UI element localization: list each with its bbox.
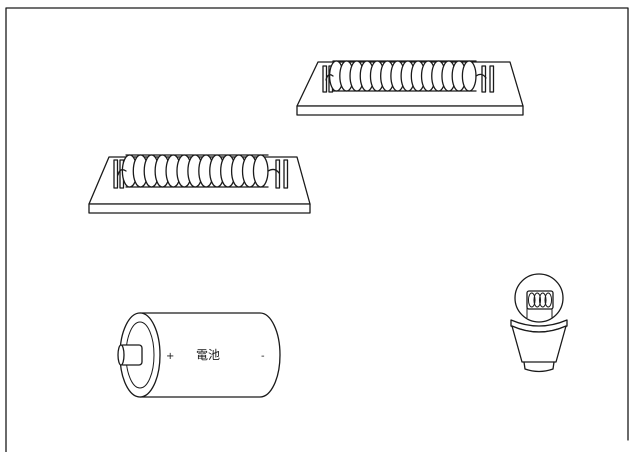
light-bulb (510, 273, 568, 373)
coil-lead-wire (117, 169, 127, 176)
terminal-face (117, 344, 125, 366)
filament-mount (526, 290, 554, 310)
battery-plus-sign: + (166, 351, 174, 362)
coil-board-left (88, 154, 311, 214)
battery-minus-sign: - (261, 351, 265, 362)
coil-turn (252, 154, 269, 188)
coil-winding (117, 154, 280, 188)
filament (526, 290, 554, 310)
terminal-post (481, 65, 487, 93)
filament-loop (533, 292, 542, 308)
terminal-post (489, 65, 495, 93)
coil-lead-wire (267, 168, 280, 174)
coil-board-top (296, 60, 524, 116)
terminal-post (283, 159, 289, 189)
bulb-base (511, 325, 567, 363)
filament-loop (544, 292, 553, 308)
board-front-edge (296, 105, 524, 116)
battery: + 電池 - (117, 312, 281, 398)
filament-loop (527, 292, 536, 308)
filament-loop (538, 292, 547, 308)
board-front-edge (88, 203, 311, 214)
battery-body (139, 312, 281, 398)
coil-lead-wire (475, 73, 487, 79)
terminal-post (113, 159, 119, 189)
terminal-post (275, 159, 281, 189)
bulb-base-tip (523, 361, 555, 373)
battery-label: 電池 (196, 348, 220, 362)
coil-turn (461, 60, 477, 92)
terminal-posts (113, 159, 289, 189)
frame-border (5, 7, 629, 452)
coil-lead-wire (325, 74, 334, 81)
coil-winding (325, 60, 487, 92)
